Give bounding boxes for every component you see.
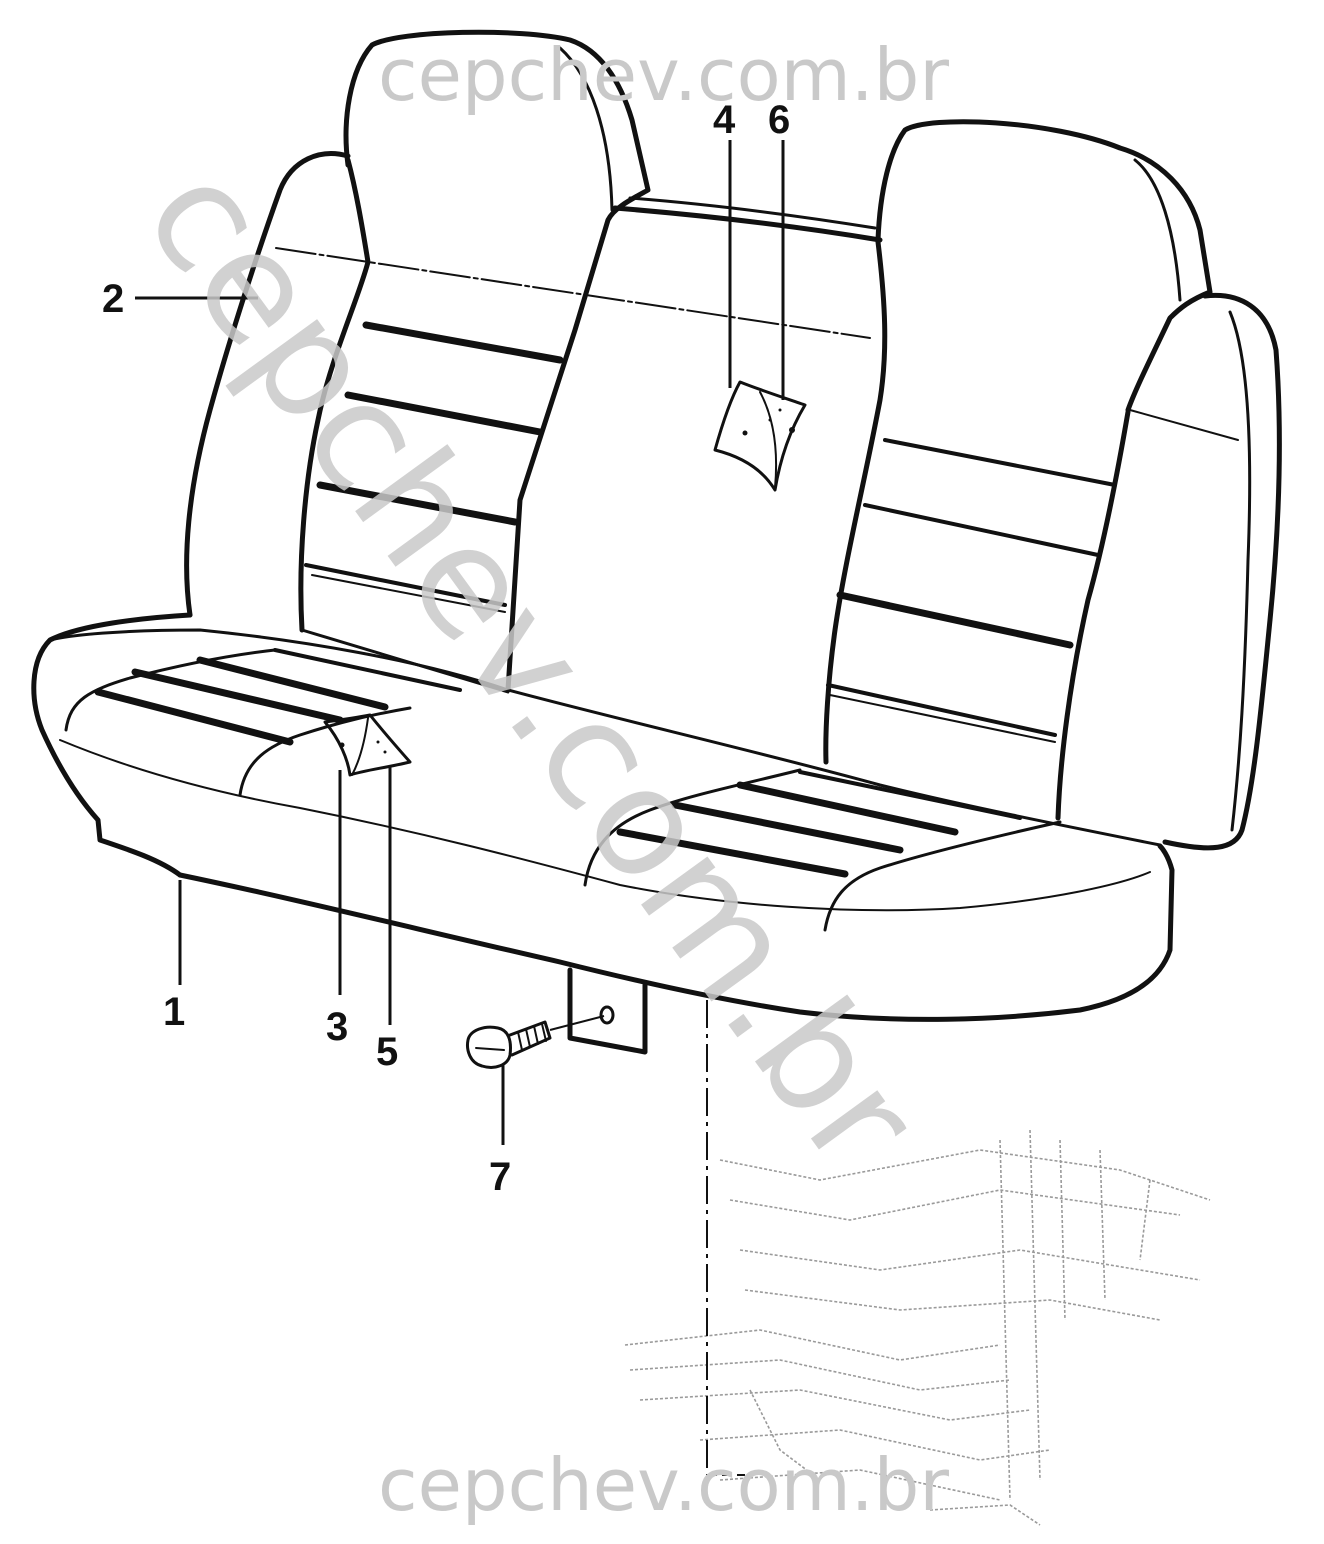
bolt xyxy=(466,1015,605,1069)
watermark-bottom: cepchev.com.br xyxy=(378,1443,949,1527)
back-tag-4-6 xyxy=(713,380,807,492)
cushion-stripes-left xyxy=(94,648,462,746)
leader-lines xyxy=(135,140,785,1145)
back-stripes-left xyxy=(304,321,564,613)
callout-6: 6 xyxy=(768,98,790,142)
floor-mount-sketch xyxy=(624,1129,1211,1526)
headrest-right xyxy=(875,119,1213,413)
callout-5: 5 xyxy=(376,1030,398,1074)
watermarks: cepchev.com.br cepchev.com.br cepchev.co… xyxy=(111,33,951,1527)
callout-labels: 1 2 3 4 5 6 7 xyxy=(102,98,790,1199)
cushion-tag-3-5 xyxy=(323,713,412,777)
callout-1: 1 xyxy=(163,990,185,1034)
callout-2: 2 xyxy=(102,277,124,321)
callout-7: 7 xyxy=(489,1155,511,1199)
back-stripes-right xyxy=(826,438,1117,743)
cushion-stripes-right xyxy=(616,770,1022,878)
callout-4: 4 xyxy=(713,98,736,142)
watermark-top: cepchev.com.br xyxy=(378,33,949,117)
seat-cushion xyxy=(31,612,1175,1022)
callout-3: 3 xyxy=(326,1005,348,1049)
seat-back xyxy=(184,29,1282,851)
mount-bracket xyxy=(567,967,648,1055)
